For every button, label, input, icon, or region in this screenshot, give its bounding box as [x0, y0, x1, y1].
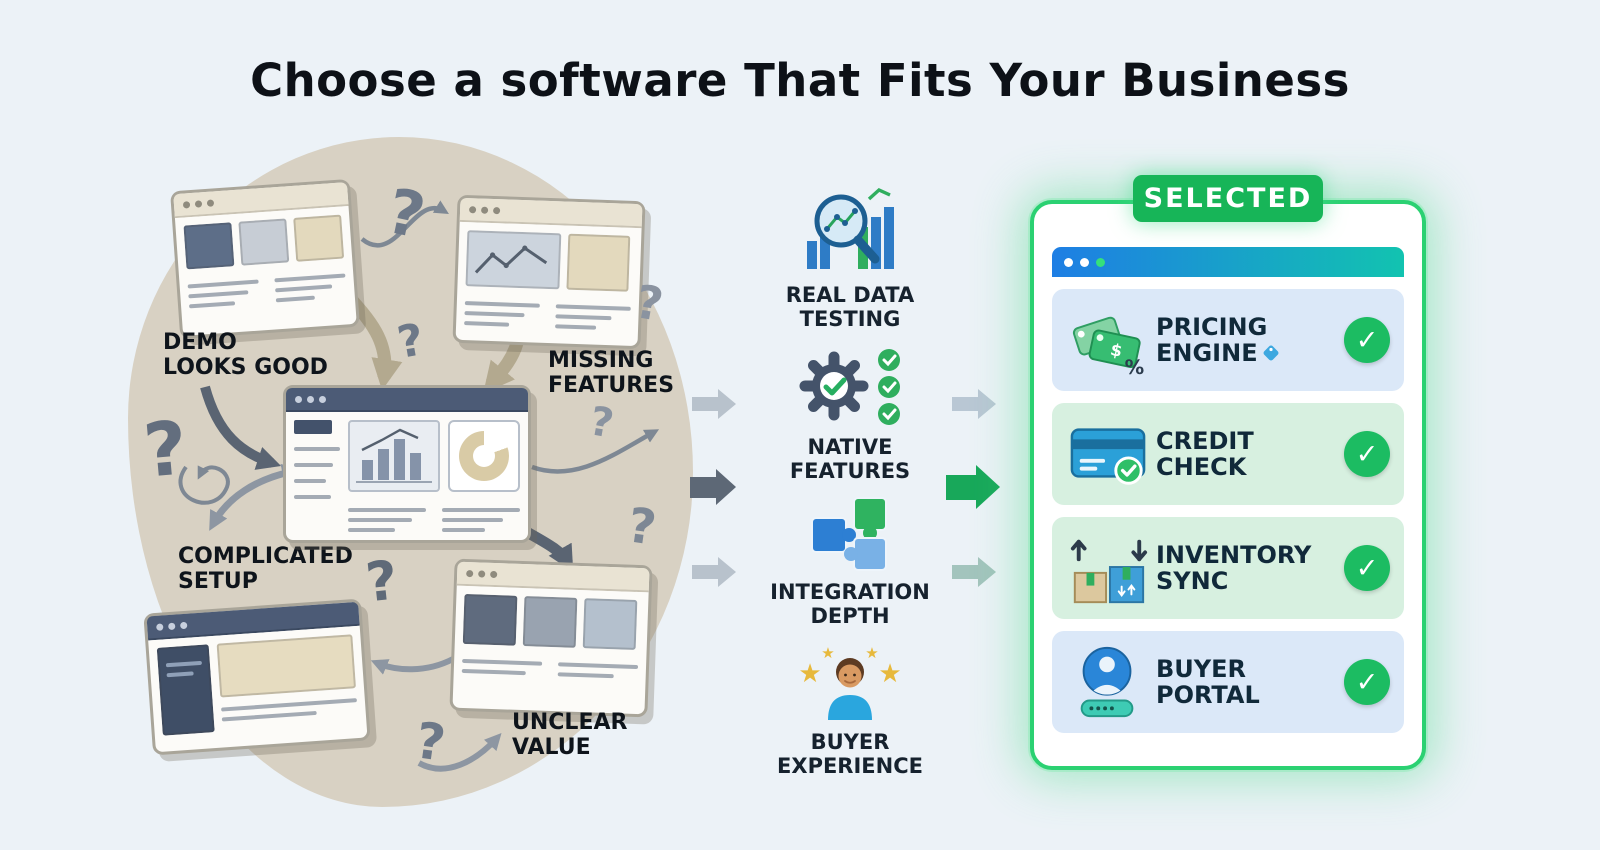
flow-arrow-right-bottom [952, 557, 996, 587]
feature-row-pricing-engine: $ $ % PRICING ENGINE ✓ [1052, 289, 1404, 391]
confusion-cluster: ? ? ? ? ? ? ? ? DEMO LOOKS GOOD MISSING … [120, 135, 705, 820]
flow-arrow-left-top [692, 389, 736, 419]
text-lines [461, 653, 639, 685]
svg-text:%: % [1125, 356, 1145, 378]
browser-window-demo [170, 178, 360, 340]
page-title: Choose a software That Fits Your Busines… [250, 54, 1350, 107]
criterion-real-data-testing: REAL DATA TESTING [765, 183, 935, 331]
criterion-integration-depth: INTEGRATION DEPTH [765, 492, 935, 628]
text-lines [464, 295, 631, 337]
criterion-label: INTEGRATION DEPTH [770, 580, 930, 629]
flow-arrow-right-top [952, 389, 996, 419]
label-missing-features: MISSING FEATURES [548, 348, 675, 398]
feature-row-buyer-portal: BUYER PORTAL ✓ [1052, 631, 1404, 733]
feature-label: PRICING ENGINE [1156, 313, 1308, 367]
criterion-label: REAL DATA TESTING [785, 283, 915, 332]
window-dot [1064, 257, 1073, 267]
small-tag-icon [1263, 345, 1279, 361]
line-chart-block [465, 230, 562, 290]
label-demo-looks-good: DEMO LOOKS GOOD [163, 330, 328, 380]
person-stars-icon: ★ ★ ★ ★ [800, 644, 900, 720]
feature-label: CREDIT CHECK [1156, 426, 1254, 481]
browser-window-missing [452, 194, 646, 350]
check-icon: ✓ [1344, 431, 1390, 477]
svg-text:★: ★ [800, 659, 822, 689]
puzzle-icon [811, 497, 887, 571]
feature-label: BUYER PORTAL [1156, 654, 1260, 709]
buyer-portal-icon [1080, 646, 1134, 718]
label-complicated-setup: COMPLICATED SETUP [178, 544, 353, 594]
content-blocks [462, 593, 641, 650]
dashboard-sidebar [294, 420, 340, 538]
price-tags-icon: $ $ % [1072, 316, 1145, 378]
donut-chart-panel [448, 420, 520, 492]
label-unclear-value: UNCLEAR VALUE [512, 710, 628, 760]
gear-checks-icon [799, 349, 900, 425]
credit-card-icon [1070, 428, 1146, 485]
svg-text:★: ★ [865, 644, 878, 662]
card-titlebar [1052, 247, 1404, 277]
magnifier-chart-icon [806, 187, 894, 269]
browser-window-complicated [143, 598, 371, 756]
svg-text:★: ★ [821, 644, 834, 662]
criterion-native-features: NATIVE FEATURES [765, 345, 935, 483]
question-mark-icon: ? [362, 548, 401, 615]
content-blocks [465, 230, 633, 292]
mini-bar-chart [356, 428, 432, 483]
bar-chart-panel [348, 420, 440, 492]
check-icon: ✓ [1344, 545, 1390, 591]
text-lines [348, 502, 520, 538]
flow-arrow-left-middle [690, 469, 736, 505]
feature-row-inventory-sync: INVENTORY SYNC ✓ [1052, 517, 1404, 619]
criterion-buyer-experience: ★ ★ ★ ★ BUYER EXPERIENCE [765, 640, 935, 778]
dark-sidebar-block [156, 644, 215, 736]
selected-badge: SELECTED [1133, 175, 1323, 222]
flow-arrow-right-middle-green [946, 465, 1000, 509]
feature-label: INVENTORY SYNC [1156, 540, 1312, 595]
mini-line-chart [474, 245, 548, 274]
content-blocks [183, 214, 345, 270]
question-mark-icon: ? [140, 405, 191, 495]
browser-window-unclear [449, 558, 653, 718]
flow-arrow-left-bottom [692, 557, 736, 587]
window-dot [1080, 257, 1089, 267]
window-dot [1096, 257, 1105, 267]
criterion-label: NATIVE FEATURES [789, 435, 911, 484]
donut-chart [459, 431, 509, 481]
svg-text:$: $ [1109, 340, 1124, 361]
check-icon: ✓ [1344, 317, 1390, 363]
inventory-boxes-icon [1070, 539, 1148, 604]
dashboard-charts [348, 420, 520, 492]
browser-window-dashboard [283, 385, 531, 543]
window-controls [286, 388, 528, 412]
check-icon: ✓ [1344, 659, 1390, 705]
svg-text:★: ★ [878, 659, 900, 689]
criterion-label: BUYER EXPERIENCE [777, 730, 923, 779]
text-lines [187, 267, 347, 314]
feature-row-credit-check: CREDIT CHECK ✓ [1052, 403, 1404, 505]
